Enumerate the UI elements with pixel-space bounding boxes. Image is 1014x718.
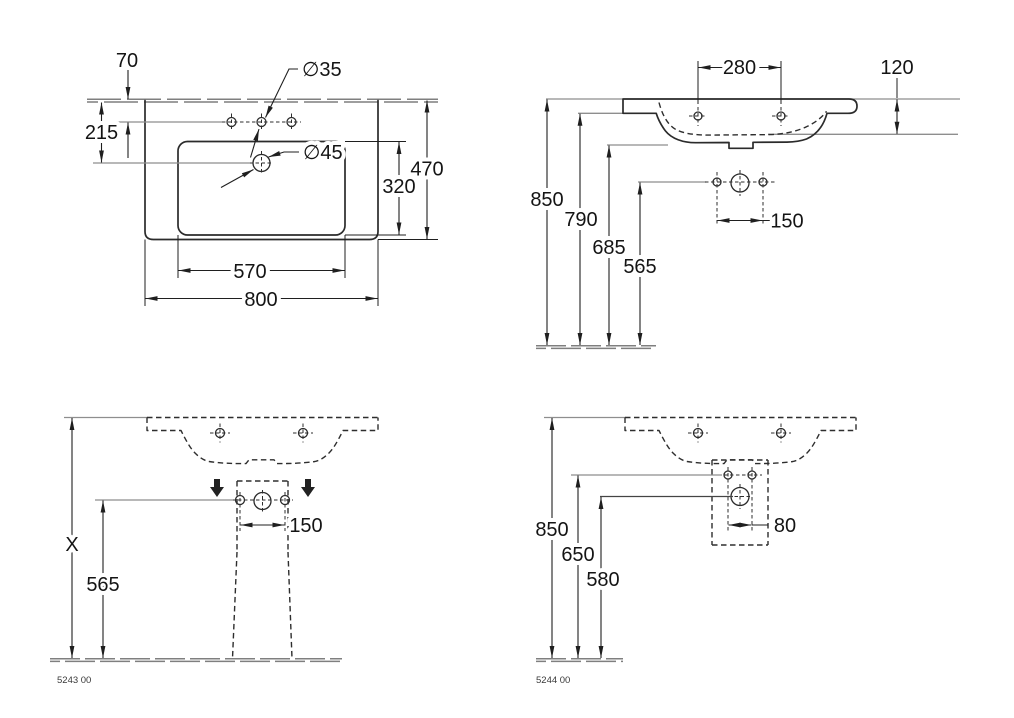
product-code-pedestal: 5243 00	[57, 675, 91, 686]
dim-fixing-holes-height: 565	[82, 500, 124, 659]
dim-label-470: 470	[410, 159, 443, 181]
dim-fixing-holes-height: 565	[619, 182, 661, 346]
wall-line	[87, 98, 438, 103]
side-view: 280 120 150 850	[526, 53, 960, 350]
dim-label-d45: ∅45	[303, 142, 343, 164]
floor-line	[50, 658, 342, 663]
dim-fixing-hole-spacing: 150	[240, 511, 327, 541]
dim-label-790: 790	[564, 209, 597, 231]
fixing-holes	[232, 490, 293, 531]
basin-profile	[622, 98, 858, 150]
push-down-arrow-left	[210, 479, 224, 497]
fixing-holes	[718, 467, 762, 532]
basin-silhouette-dashed	[146, 416, 379, 465]
inner-bowl-dashed	[658, 102, 828, 136]
front-view-semi-pedestal: 80 850 650 580 5244 00	[531, 416, 857, 688]
dim-label-685: 685	[592, 237, 625, 259]
dim-label-650: 650	[561, 544, 594, 566]
dim-lower-fixing-height: 580	[582, 496, 624, 659]
dim-label-150: 150	[289, 515, 322, 537]
tap-holes	[210, 423, 313, 443]
tap-holes	[222, 113, 301, 131]
basin-silhouette-dashed	[624, 416, 857, 465]
drain-hole	[249, 151, 274, 175]
floor-line	[536, 345, 656, 350]
tap-holes	[689, 107, 790, 126]
dim-label-d35: ∅35	[302, 59, 342, 81]
dim-tap-hole-spacing: 280	[697, 53, 782, 104]
dim-overall-height: X	[61, 417, 83, 659]
dim-fixing-hole-spacing: 150	[717, 207, 808, 237]
product-code-semi-pedestal: 5244 00	[536, 675, 570, 686]
dim-front-edge-height: 120	[876, 53, 918, 134]
dim-inner-depth: 320	[378, 141, 420, 235]
dim-upper-fixing-height: 650	[557, 475, 599, 659]
extension-lines	[144, 141, 438, 306]
front-view-pedestal: 150 X 565 5243 00	[50, 416, 379, 688]
dim-label-215: 215	[85, 122, 118, 144]
dim-basin-bottom-height: 685	[588, 145, 630, 346]
dim-underside-height: 790	[560, 113, 602, 346]
dim-label-280: 280	[723, 57, 756, 79]
top-view: 70 215 ∅35 ∅45 320 470	[81, 46, 448, 315]
pedestal-dashed	[231, 551, 293, 659]
floor-line	[536, 658, 623, 663]
dim-label-150: 150	[770, 211, 803, 233]
basin-inner-bowl	[177, 140, 346, 236]
dim-label-70: 70	[116, 50, 138, 72]
dim-label-565: 565	[86, 574, 119, 596]
fixing-box-dashed	[236, 480, 289, 552]
dim-overall-width: 800	[145, 285, 378, 315]
dim-overall-depth: 470	[406, 100, 448, 240]
dim-label-320: 320	[382, 176, 415, 198]
callout-tap-hole-diameter: ∅35	[249, 55, 346, 158]
reference-lines	[546, 98, 960, 183]
dim-label-x: X	[65, 534, 78, 556]
push-down-arrow-right	[301, 479, 315, 497]
dim-fixing-hole-spacing: 80	[728, 511, 800, 541]
semi-pedestal-dashed	[711, 459, 769, 546]
dim-edge-offset: 70	[112, 46, 142, 158]
dim-drain-from-rear: 215	[81, 102, 122, 163]
dim-label-120: 120	[880, 57, 913, 79]
dim-label-800: 800	[244, 289, 277, 311]
dim-label-580: 580	[586, 569, 619, 591]
dim-inner-width: 570	[178, 257, 345, 287]
dim-label-80: 80	[774, 515, 796, 537]
dim-rim-height: 850	[531, 417, 573, 659]
dim-rim-height: 850	[526, 99, 568, 346]
dim-label-570: 570	[233, 261, 266, 283]
callout-drain-diameter: ∅45	[220, 138, 347, 188]
dim-label-850: 850	[535, 519, 568, 541]
tap-holes	[688, 423, 791, 443]
dim-label-850: 850	[530, 189, 563, 211]
dim-label-565: 565	[623, 256, 656, 278]
fixing-holes	[705, 170, 775, 226]
